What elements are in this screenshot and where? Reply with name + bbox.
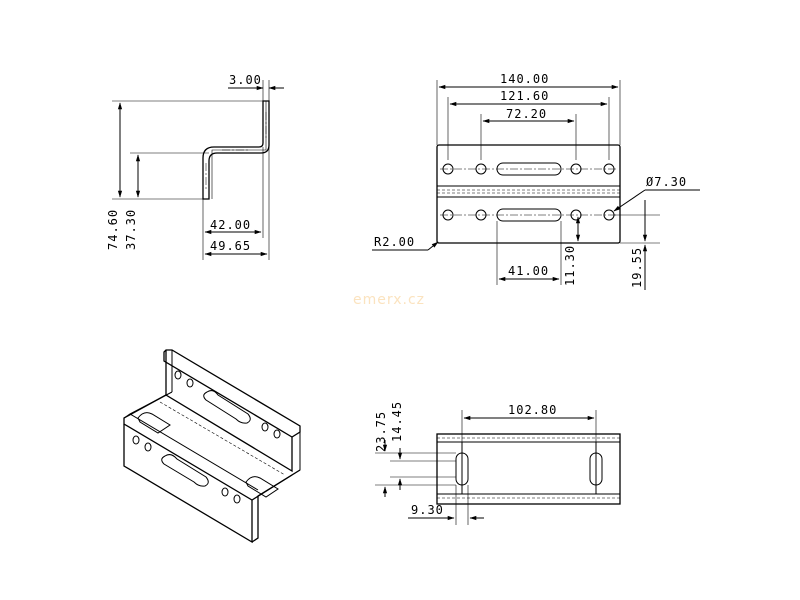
watermark-logo: emerx.cz	[353, 292, 425, 308]
dim-hole-span-outer: 121.60	[500, 89, 549, 103]
dim-height-inner: 14.45	[390, 401, 404, 442]
dim-hole-row-height: 19.55	[630, 247, 644, 288]
front-view: 140.00 121.60 72.20 Ø7.30 R2.00 41.00 11…	[372, 72, 700, 290]
front-outline	[436, 144, 621, 244]
dim-height-total: 74.60	[106, 209, 120, 250]
dim-corner-radius: R2.00	[374, 235, 415, 249]
dim-slot-span: 102.80	[508, 403, 557, 417]
bottom-view: 102.80 23.75 14.45 9.30	[374, 401, 621, 525]
dim-height-step: 37.30	[124, 209, 138, 250]
side-view: 3.00 74.60 37.30 42.00 49.65	[106, 73, 284, 260]
dim-width-outer: 49.65	[210, 239, 251, 253]
dim-slot-width: 9.30	[411, 503, 444, 517]
dim-width-inner: 42.00	[210, 218, 251, 232]
dim-thickness: 3.00	[229, 73, 262, 87]
dim-height-outer: 23.75	[374, 411, 388, 452]
dim-slot-length: 41.00	[508, 264, 549, 278]
dim-hole-offset: 11.30	[563, 245, 577, 286]
isometric-view	[123, 349, 301, 544]
dim-length-total: 140.00	[500, 72, 549, 86]
dim-hole-diameter: Ø7.30	[646, 175, 687, 189]
bottom-outline	[436, 433, 621, 505]
dim-hole-span-inner: 72.20	[506, 107, 547, 121]
